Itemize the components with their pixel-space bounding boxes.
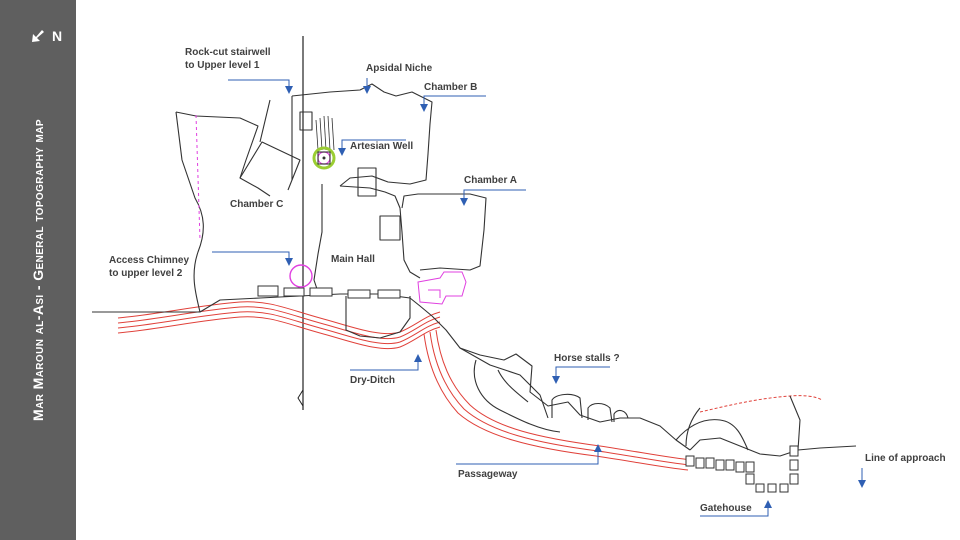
magenta-features [195,114,467,305]
label-chamber-b: Chamber B [424,82,478,93]
label-leaders [212,78,866,517]
label-rock-cut-stairwell-line1: Rock-cut stairwell [185,47,271,58]
label-rock-cut-stairwell-line2: to Upper level 1 [185,60,260,71]
north-label: N [52,28,63,44]
label-chamber-c: Chamber C [230,199,284,210]
sidebar: N Mar Maroun al-Asi - General topography… [0,0,76,540]
reference-axis [297,36,304,410]
wall-blocks [257,285,799,493]
site-walls [92,83,857,457]
label-chamber-a: Chamber A [464,175,517,186]
north-indicator: N [30,28,62,44]
dry-ditch-contours [117,301,441,350]
label-main-hall: Main Hall [331,254,375,265]
label-access-chimney-line1: Access Chimney [109,255,190,266]
artesian-well-marker [312,146,336,170]
label-apsidal-niche: Apsidal Niche [366,63,433,74]
label-dry-ditch: Dry-Ditch [350,375,396,386]
label-line-of-approach: Line of approach [865,453,946,464]
label-rock-cut-stairwell: Rock-cut stairwell to Upper level 1 [185,46,271,72]
stairwell-hatching [315,115,335,151]
label-artesian-well: Artesian Well [350,141,414,152]
label-access-chimney: Access Chimney to upper level 2 [109,254,189,280]
passageway-contours [423,329,693,471]
label-horse-stalls: Horse stalls ? [554,353,620,364]
label-gatehouse: Gatehouse [700,503,752,514]
north-arrow-icon [32,30,44,42]
label-passageway: Passageway [458,469,518,480]
access-chimney-circle [289,264,313,288]
label-access-chimney-line2: to upper level 2 [109,268,183,279]
approach-arc [699,395,823,413]
